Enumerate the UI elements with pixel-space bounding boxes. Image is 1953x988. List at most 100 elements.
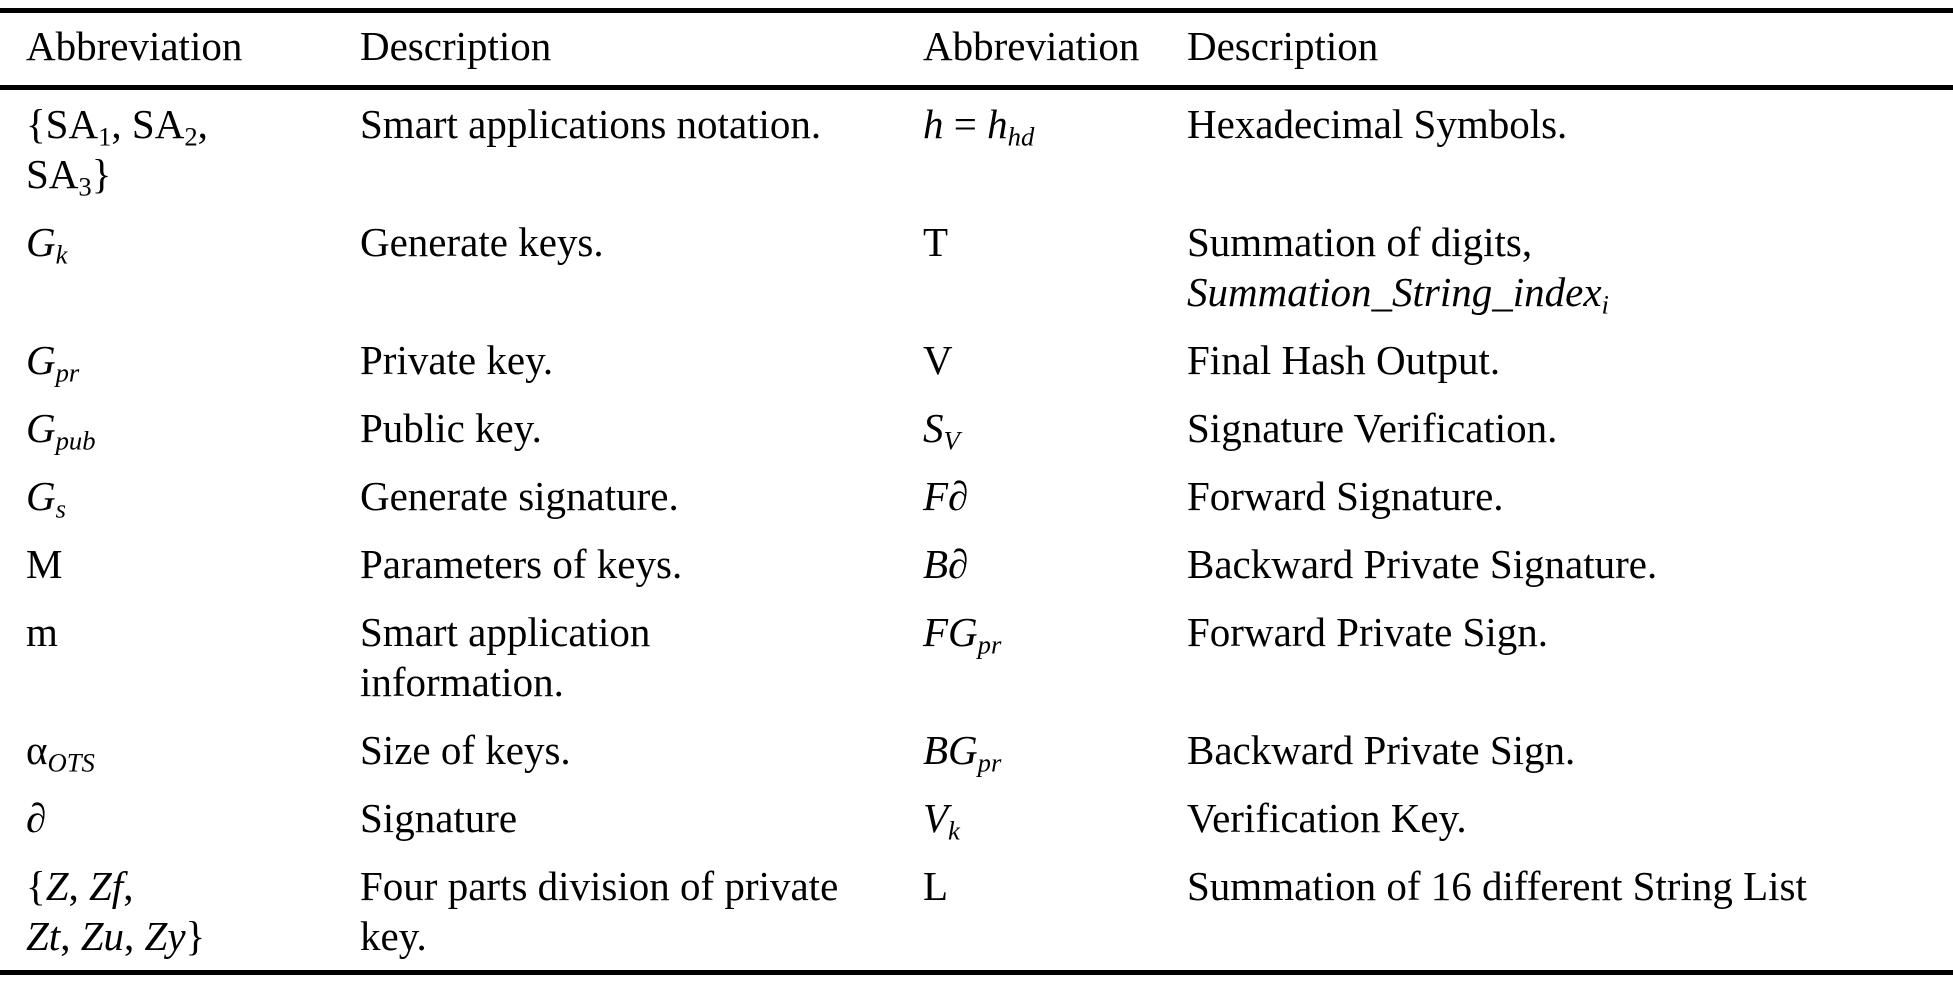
- cell-text: Summation of 16 different String List: [1187, 863, 1807, 909]
- cell-text: Zy: [144, 913, 186, 959]
- description-cell-left: Private key.: [360, 326, 923, 394]
- description-cell-right: Final Hash Output.: [1187, 326, 1953, 394]
- cell-text: Public key.: [360, 405, 542, 451]
- abbreviation-cell-right: L: [923, 852, 1187, 973]
- abbreviation-cell-left: {Z, Zf,Zt, Zu, Zy}: [0, 852, 360, 973]
- cell-text: B: [923, 541, 949, 587]
- cell-text: ,: [123, 863, 134, 909]
- abbreviation-cell-right: Vk: [923, 784, 1187, 852]
- cell-text: {SA: [26, 101, 99, 147]
- abbreviation-cell-left: Gs: [0, 462, 360, 530]
- description-cell-right: Verification Key.: [1187, 784, 1953, 852]
- cell-text: T: [923, 219, 949, 265]
- description-cell-left: Generate keys.: [360, 208, 923, 326]
- subscript-text: pr: [55, 357, 80, 388]
- cell-text: Zt: [26, 913, 61, 959]
- subscript-text: i: [1601, 289, 1609, 320]
- cell-text: Four parts division of private: [360, 863, 839, 909]
- description-cell-right: Backward Private Signature.: [1187, 530, 1953, 598]
- cell-text: SA: [26, 151, 79, 197]
- cell-text: G: [26, 473, 56, 519]
- header-description-right: Description: [1187, 10, 1953, 90]
- abbreviation-cell-right: SV: [923, 394, 1187, 462]
- table-body: {SA1, SA2,SA3}Smart applications notatio…: [0, 88, 1953, 973]
- abbreviation-cell-right: T: [923, 208, 1187, 326]
- cell-text: L: [923, 863, 949, 909]
- abbreviation-cell-right: F∂: [923, 462, 1187, 530]
- description-cell-left: Smart applications notation.: [360, 88, 923, 209]
- abbreviation-cell-left: ∂: [0, 784, 360, 852]
- cell-text: m: [26, 609, 58, 655]
- table-row: {Z, Zf,Zt, Zu, Zy}Four parts division of…: [0, 852, 1953, 973]
- description-cell-left: Public key.: [360, 394, 923, 462]
- cell-text: Backward Private Sign.: [1187, 727, 1576, 773]
- cell-text: α: [26, 727, 48, 773]
- cell-text: Signature: [360, 795, 518, 841]
- abbreviation-cell-right: FGpr: [923, 598, 1187, 716]
- description-cell-right: Summation of digits,Summation_String_ind…: [1187, 208, 1953, 326]
- cell-text: Backward Private Signature.: [1187, 541, 1658, 587]
- cell-text: Generate signature.: [360, 473, 679, 519]
- cell-text: Z: [45, 863, 69, 909]
- subscript-text: pr: [977, 629, 1002, 660]
- subscript-text: OTS: [47, 747, 95, 778]
- abbreviation-cell-right: V: [923, 326, 1187, 394]
- cell-text: Zu: [80, 913, 125, 959]
- subscript-text: s: [55, 493, 66, 524]
- cell-text: information.: [360, 659, 564, 705]
- cell-text: key.: [360, 913, 427, 959]
- cell-text: Final Hash Output.: [1187, 337, 1501, 383]
- description-cell-right: Summation of 16 different String List: [1187, 852, 1953, 973]
- cell-text: ∂: [948, 541, 969, 587]
- cell-text: h: [987, 101, 1008, 147]
- description-cell-right: Forward Private Sign.: [1187, 598, 1953, 716]
- subscript-text: k: [948, 815, 960, 846]
- abbreviation-cell-left: Gk: [0, 208, 360, 326]
- description-cell-left: Parameters of keys.: [360, 530, 923, 598]
- cell-text: Verification Key.: [1187, 795, 1467, 841]
- description-cell-right: Backward Private Sign.: [1187, 716, 1953, 784]
- cell-text: Zf: [89, 863, 124, 909]
- abbreviation-cell-left: Gpr: [0, 326, 360, 394]
- subscript-text: hd: [1007, 121, 1035, 152]
- abbreviation-cell-right: BGpr: [923, 716, 1187, 784]
- cell-text: Smart application: [360, 609, 651, 655]
- cell-text: Signature Verification.: [1187, 405, 1558, 451]
- cell-text: h: [923, 101, 944, 147]
- cell-text: }: [91, 151, 112, 197]
- subscript-text: k: [55, 239, 68, 270]
- header-row: Abbreviation Description Abbreviation De…: [0, 10, 1953, 90]
- cell-text: {: [26, 863, 46, 909]
- cell-text: ,: [60, 913, 81, 959]
- cell-text: G: [26, 219, 56, 265]
- cell-text: M: [26, 541, 63, 587]
- cell-text: ,: [197, 101, 208, 147]
- cell-text: Smart applications notation.: [360, 101, 822, 147]
- abbreviation-cell-right: B∂: [923, 530, 1187, 598]
- cell-text: F: [923, 473, 949, 519]
- cell-text: Size of keys.: [360, 727, 571, 773]
- cell-text: Private key.: [360, 337, 554, 383]
- cell-text: V: [923, 337, 953, 383]
- abbreviation-cell-left: M: [0, 530, 360, 598]
- header-abbreviation-right: Abbreviation: [923, 10, 1187, 90]
- cell-text: FG: [923, 609, 978, 655]
- cell-text: , SA: [111, 101, 185, 147]
- subscript-text: 3: [78, 171, 92, 202]
- cell-text: =: [943, 101, 988, 147]
- abbreviation-table: Abbreviation Description Abbreviation De…: [0, 8, 1953, 975]
- description-cell-right: Signature Verification.: [1187, 394, 1953, 462]
- subscript-text: 2: [184, 121, 198, 152]
- cell-text: V: [923, 795, 949, 841]
